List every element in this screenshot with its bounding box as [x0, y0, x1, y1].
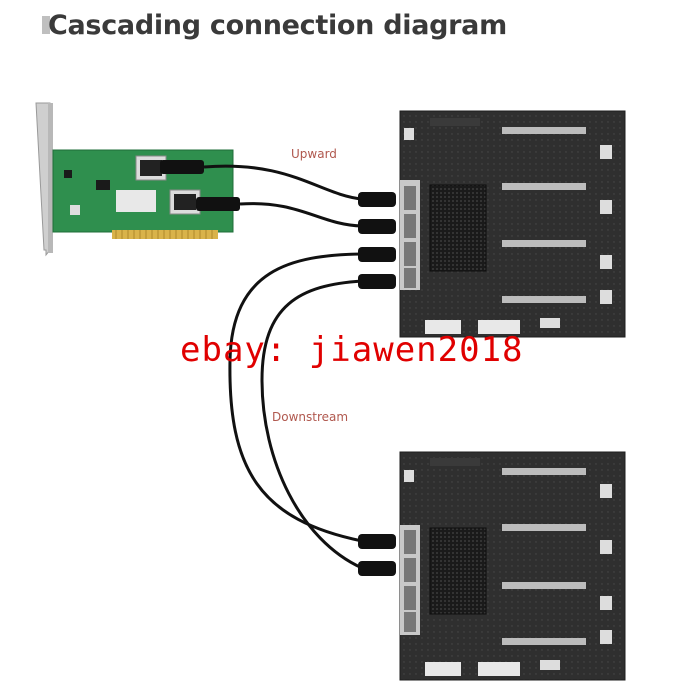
- expander-board-lower: [399, 451, 626, 681]
- sff-cables: [203, 164, 363, 570]
- cable-plug: [160, 160, 204, 174]
- slot: [502, 582, 586, 589]
- heatsink: [429, 527, 487, 615]
- upward-label: Upward: [291, 147, 337, 161]
- heatsink: [429, 184, 487, 272]
- slot: [502, 638, 586, 645]
- gold-fingers: [112, 230, 218, 239]
- cable-plug: [196, 197, 240, 211]
- expander-board-upper: [399, 110, 626, 338]
- slot: [502, 183, 586, 190]
- slot: [502, 127, 586, 134]
- slot: [502, 240, 586, 247]
- slot: [502, 468, 586, 475]
- watermark-text: ebay: jiawen2018: [180, 330, 524, 370]
- slot: [502, 524, 586, 531]
- hba-card: [35, 102, 240, 257]
- title-marker: [42, 16, 50, 34]
- slot: [502, 296, 586, 303]
- downstream-label: Downstream: [272, 410, 349, 424]
- board-cable-plugs: [358, 192, 396, 576]
- diagram-title: Cascading connection diagram: [48, 10, 507, 41]
